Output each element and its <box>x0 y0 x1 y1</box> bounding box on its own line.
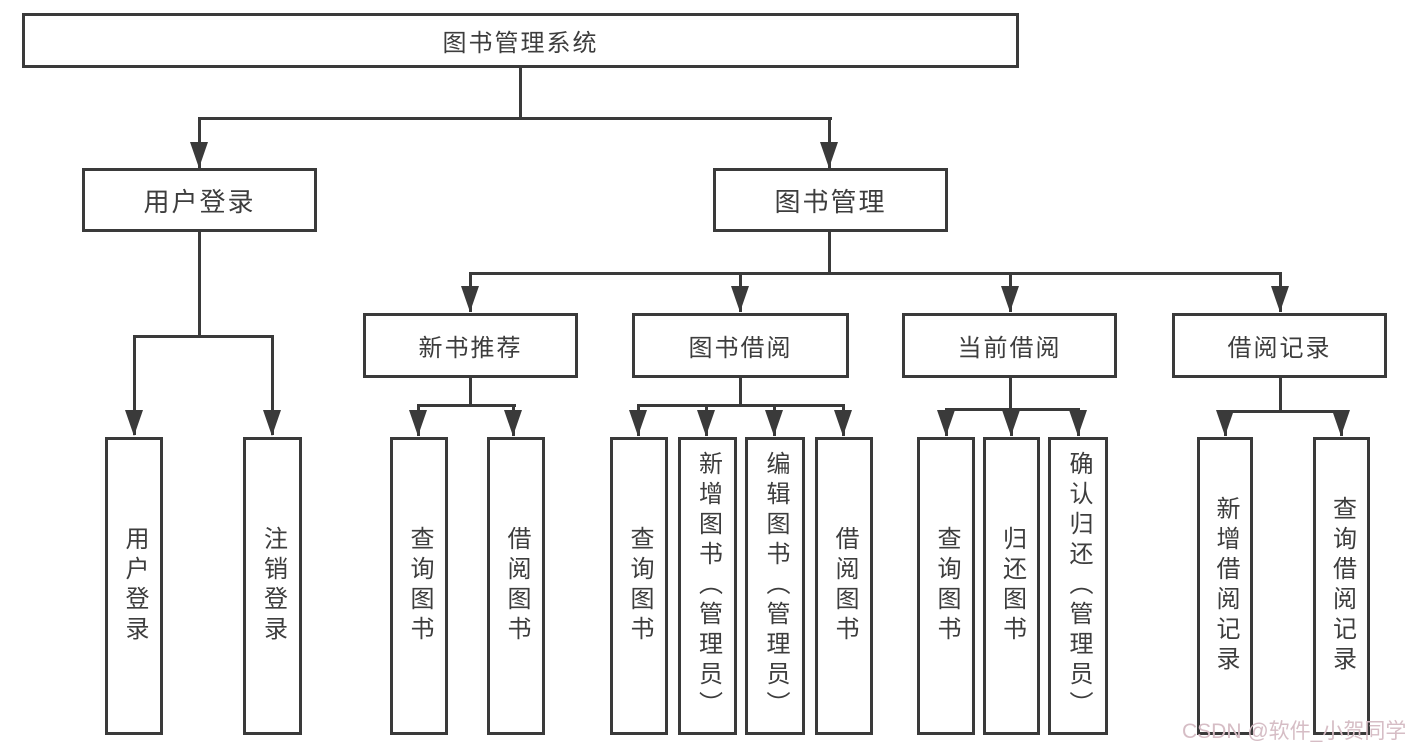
arrow-down-icon <box>263 410 281 436</box>
arrow-down-icon <box>1001 286 1019 312</box>
arrow-down-icon <box>1216 410 1234 436</box>
connector-borrowing-records-branch <box>1224 410 1343 413</box>
node-label: 借阅记录 <box>1227 335 1332 362</box>
arrow-down-icon <box>504 410 522 436</box>
connector-book-borrowing-branch <box>637 404 845 407</box>
node-current-borrowing: 当前借阅 <box>902 313 1117 378</box>
node-label: 新书推荐 <box>418 335 523 362</box>
arrow-down-icon <box>1271 286 1289 312</box>
node-label: 用户登录 <box>143 186 256 217</box>
node-label: 确认归还（管理员） <box>1065 451 1092 721</box>
arrow-down-icon <box>409 410 427 436</box>
leaf-query-books-3: 查询图书 <box>917 437 975 735</box>
connector-user-login-branch <box>133 335 274 338</box>
leaf-return-books: 归还图书 <box>983 437 1040 735</box>
arrow-down-icon <box>834 410 852 436</box>
arrow-down-icon <box>629 410 647 436</box>
leaf-logout: 注销登录 <box>243 437 302 735</box>
node-label: 注销登录 <box>259 526 287 646</box>
leaf-borrow-books-1: 借阅图书 <box>487 437 545 735</box>
arrow-down-icon <box>1069 410 1087 436</box>
leaf-confirm-return-admin: 确认归还（管理员） <box>1048 437 1108 735</box>
node-label: 查询图书 <box>626 526 653 646</box>
node-label: 新增借阅记录 <box>1212 496 1239 676</box>
arrow-down-icon <box>820 142 838 168</box>
node-label: 查询图书 <box>406 526 433 646</box>
node-book-borrowing: 图书借阅 <box>632 313 849 378</box>
leaf-add-borrow-record: 新增借阅记录 <box>1197 437 1253 735</box>
node-label: 新增图书（管理员） <box>694 451 722 721</box>
arrow-down-icon <box>731 286 749 312</box>
node-label: 归还图书 <box>998 526 1026 646</box>
node-library-management-system: 图书管理系统 <box>22 13 1019 68</box>
connector-borrowing-records-stem <box>1279 378 1282 413</box>
node-label: 借阅图书 <box>831 526 858 646</box>
arrow-down-icon <box>697 410 715 436</box>
connector-book-management-stem <box>828 231 831 275</box>
arrow-down-icon <box>461 286 479 312</box>
connector-book-management-branch <box>469 272 1282 275</box>
node-book-management: 图书管理 <box>713 168 948 232</box>
node-label: 编辑图书（管理员） <box>762 451 789 721</box>
leaf-query-books-1: 查询图书 <box>390 437 448 735</box>
node-label: 用户登录 <box>121 526 148 646</box>
connector-root-branch <box>198 117 832 120</box>
arrow-down-icon <box>765 410 783 436</box>
connector-to-leaf-user-login <box>133 338 136 435</box>
arrow-down-icon <box>937 410 955 436</box>
connector-current-borrowing-branch <box>945 408 1080 411</box>
leaf-query-borrow-record: 查询借阅记录 <box>1313 437 1370 735</box>
arrow-down-icon <box>190 142 208 168</box>
csdn-watermark: CSDN @软件_小贺同学 <box>1182 720 1405 743</box>
connector-new-book-branch <box>417 404 516 407</box>
arrow-down-icon <box>1002 410 1020 436</box>
leaf-borrow-books-2: 借阅图书 <box>815 437 873 735</box>
connector-user-login-stem <box>198 231 201 338</box>
arrow-down-icon <box>1332 410 1350 436</box>
node-user-login: 用户登录 <box>82 168 317 232</box>
node-label: 图书借阅 <box>688 335 793 362</box>
leaf-query-books-2: 查询图书 <box>610 437 668 735</box>
connector-to-leaf-logout <box>271 338 274 435</box>
connector-book-borrowing-stem <box>739 378 742 407</box>
node-borrowing-records: 借阅记录 <box>1172 313 1387 378</box>
node-label: 查询图书 <box>933 526 960 646</box>
leaf-user-login: 用户登录 <box>105 437 163 735</box>
node-label: 图书管理系统 <box>442 30 599 57</box>
node-label: 借阅图书 <box>503 526 530 646</box>
arrow-down-icon <box>125 410 143 436</box>
connector-current-borrowing-stem <box>1009 378 1012 411</box>
node-label: 图书管理 <box>774 186 887 217</box>
leaf-edit-books-admin: 编辑图书（管理员） <box>745 437 805 735</box>
node-label: 当前借阅 <box>957 335 1062 362</box>
node-new-book-recommend: 新书推荐 <box>363 313 578 378</box>
connector-new-book-stem <box>469 378 472 407</box>
node-label: 查询借阅记录 <box>1328 496 1356 676</box>
leaf-add-books-admin: 新增图书（管理员） <box>678 437 737 735</box>
connector-root-stem <box>519 68 522 120</box>
